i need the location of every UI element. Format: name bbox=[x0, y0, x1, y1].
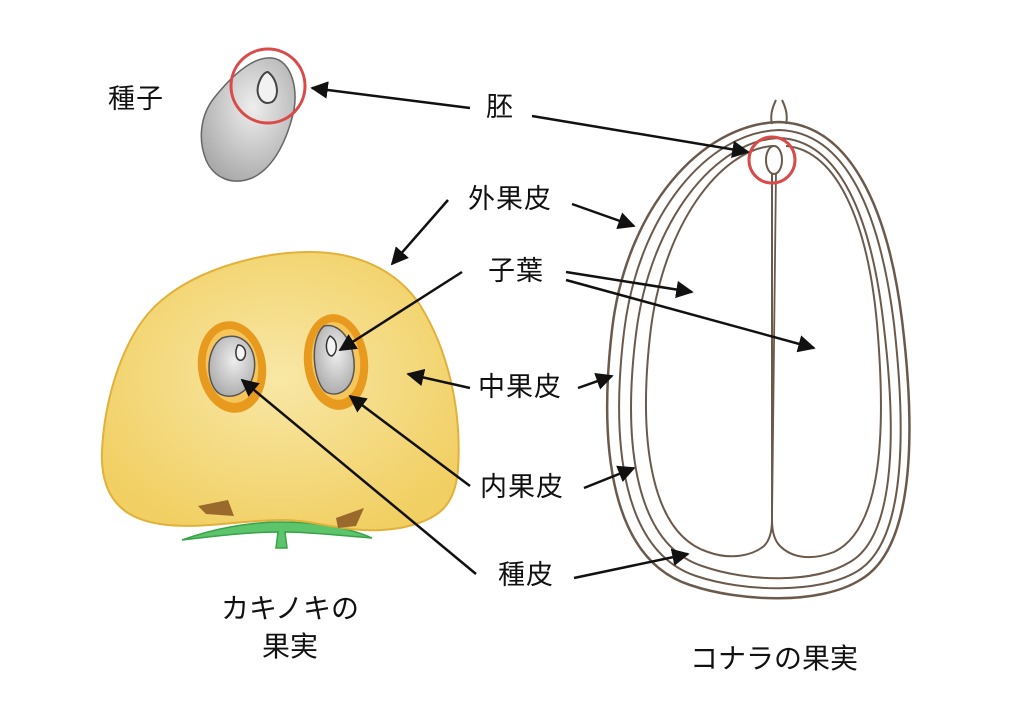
caption-persimmon-line1: カキノキの bbox=[220, 592, 360, 625]
arrow-cotyledon-to-acorn-right bbox=[565, 278, 816, 353]
arrow-exocarp-to-acorn bbox=[571, 202, 636, 229]
label-endocarp: 内果皮 bbox=[480, 472, 564, 503]
arrow-mesocarp-to-persimmon bbox=[406, 368, 471, 390]
arrow-embryo-to-seed bbox=[310, 81, 471, 110]
persimmon-fruit-drawing bbox=[100, 250, 460, 549]
label-mesocarp: 中果皮 bbox=[478, 372, 562, 403]
label-seed: 種子 bbox=[108, 84, 164, 115]
seed-drawing bbox=[200, 47, 307, 182]
arrow-endocarp-to-acorn bbox=[583, 465, 636, 490]
arrow-cotyledon-to-persimmon bbox=[338, 270, 463, 352]
label-exocarp: 外果皮 bbox=[468, 184, 552, 215]
arrow-embryo-to-acorn bbox=[531, 114, 750, 159]
arrow-seedcoat-to-acorn bbox=[573, 548, 690, 580]
arrow-endocarp-to-persimmon bbox=[348, 394, 471, 487]
label-cotyledon: 子葉 bbox=[488, 256, 544, 287]
caption-oak: コナラの果実 bbox=[689, 642, 858, 675]
seed-embryo-highlight-circle bbox=[229, 47, 307, 125]
arrow-exocarp-to-persimmon bbox=[390, 199, 449, 266]
arrow-seedcoat-to-persimmon bbox=[240, 378, 477, 575]
arrow-cotyledon-to-acorn-left bbox=[565, 270, 694, 299]
label-seed-coat: 種皮 bbox=[498, 560, 554, 591]
acorn-fruit-drawing bbox=[605, 99, 911, 600]
caption-persimmon-line2: 果実 bbox=[261, 630, 318, 663]
label-embryo: 胚 bbox=[486, 92, 514, 123]
caption-persimmon: カキノキの 果実 bbox=[200, 590, 380, 666]
arrows bbox=[240, 81, 816, 580]
acorn-embryo-highlight-circle bbox=[747, 135, 797, 185]
arrow-mesocarp-to-acorn bbox=[577, 372, 614, 390]
